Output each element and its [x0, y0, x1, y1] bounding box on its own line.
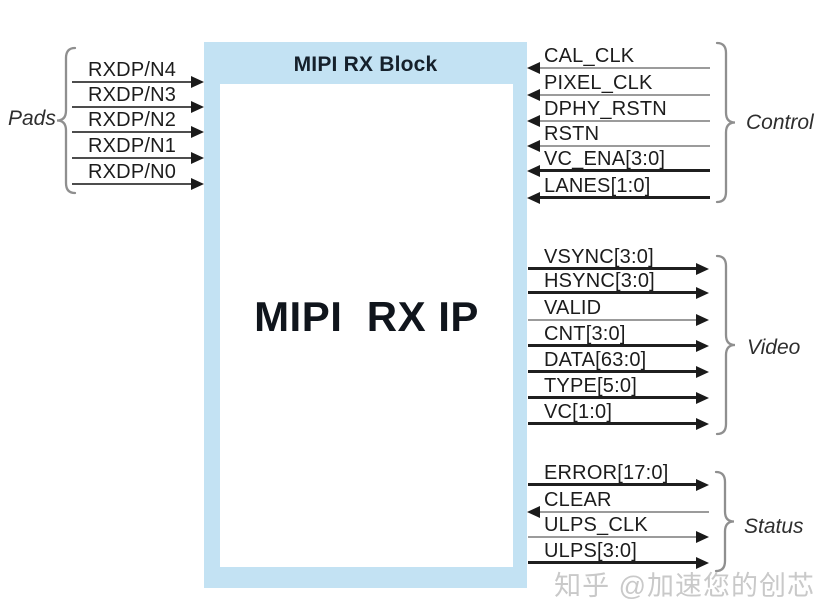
- signal-arrow-type-5-0-out: [696, 392, 709, 404]
- signal-arrow-valid-out: [696, 314, 709, 326]
- signal-label-data-63-0: DATA[63:0]: [544, 349, 647, 371]
- signal-line-vc-ena-3-0: [538, 169, 710, 172]
- signal-line-valid: [528, 319, 703, 321]
- signal-label-cnt-3-0: CNT[3:0]: [544, 323, 626, 345]
- signal-line-type-5-0: [528, 396, 703, 399]
- group-label-control: Control: [746, 111, 814, 134]
- signal-label-vc-ena-3-0: VC_ENA[3:0]: [544, 148, 666, 170]
- signal-line-vc-1-0: [528, 422, 703, 425]
- signal-line-rxdp-n2: [72, 131, 198, 133]
- signal-arrow-ulps-clk-out: [696, 531, 709, 543]
- signal-arrow-clear-in: [527, 506, 540, 518]
- signal-label-cal-clk: CAL_CLK: [544, 45, 635, 67]
- signal-arrow-dphy-rstn-in: [527, 115, 540, 127]
- ip-core-label: MIPI RX IP: [254, 293, 479, 340]
- signal-line-rstn: [538, 145, 710, 147]
- signal-label-clear: CLEAR: [544, 489, 612, 511]
- signal-line-pixel-clk: [538, 94, 710, 96]
- signal-arrow-cal-clk-in: [527, 62, 540, 74]
- signal-label-valid: VALID: [544, 297, 602, 319]
- signal-label-dphy-rstn: DPHY_RSTN: [544, 98, 667, 120]
- signal-arrow-lanes-1-0-in: [527, 192, 540, 204]
- signal-line-cal-clk: [538, 67, 710, 69]
- signal-label-rxdp-n1: RXDP/N1: [88, 135, 177, 157]
- signal-label-type-5-0: TYPE[5:0]: [544, 375, 637, 397]
- signal-label-rxdp-n4: RXDP/N4: [88, 59, 177, 81]
- signal-line-error-17-0: [528, 483, 703, 486]
- signal-line-rxdp-n3: [72, 106, 198, 108]
- signal-arrow-rstn-in: [527, 140, 540, 152]
- signal-label-error-17-0: ERROR[17:0]: [544, 462, 669, 484]
- block-title: MIPI RX Block: [293, 53, 438, 76]
- signal-line-rxdp-n0: [72, 183, 198, 185]
- mipi-rx-ip-area: [220, 84, 513, 567]
- signal-arrow-cnt-3-0-out: [696, 340, 709, 352]
- signal-arrow-vc-ena-3-0-in: [527, 165, 540, 177]
- signal-line-lanes-1-0: [538, 196, 710, 199]
- signal-line-cnt-3-0: [528, 344, 703, 347]
- watermark: 知乎 @加速您的创芯: [554, 571, 815, 601]
- group-label-video: Video: [747, 336, 801, 359]
- signal-label-ulps-clk: ULPS_CLK: [544, 514, 648, 536]
- signal-arrow-vsync-3-0-out: [696, 263, 709, 275]
- signal-arrow-rxdp-n2-in: [191, 126, 204, 138]
- signal-label-pixel-clk: PIXEL_CLK: [544, 72, 653, 94]
- signal-arrow-hsync-3-0-out: [696, 287, 709, 299]
- signal-label-rstn: RSTN: [544, 123, 600, 145]
- signal-arrow-pixel-clk-in: [527, 89, 540, 101]
- signal-arrow-error-17-0-out: [696, 479, 709, 491]
- signal-label-lanes-1-0: LANES[1:0]: [544, 175, 651, 197]
- signal-label-rxdp-n2: RXDP/N2: [88, 109, 177, 131]
- signal-arrow-rxdp-n4-in: [191, 76, 204, 88]
- group-label-pads: Pads: [8, 107, 56, 130]
- signal-line-rxdp-n1: [72, 157, 198, 159]
- signal-line-vsync-3-0: [528, 267, 703, 270]
- signal-line-dphy-rstn: [538, 120, 710, 122]
- signal-arrow-ulps-3-0-out: [696, 557, 709, 569]
- signal-line-hsync-3-0: [528, 291, 703, 294]
- signal-line-clear: [538, 511, 709, 513]
- signal-line-rxdp-n4: [72, 81, 198, 83]
- signal-label-rxdp-n0: RXDP/N0: [88, 161, 177, 183]
- signal-label-ulps-3-0: ULPS[3:0]: [544, 540, 637, 562]
- signal-label-vsync-3-0: VSYNC[3:0]: [544, 246, 654, 268]
- signal-label-vc-1-0: VC[1:0]: [544, 401, 613, 423]
- signal-arrow-rxdp-n3-in: [191, 101, 204, 113]
- signal-line-ulps-clk: [528, 536, 703, 538]
- signal-label-hsync-3-0: HSYNC[3:0]: [544, 270, 655, 292]
- group-label-status: Status: [744, 515, 804, 538]
- signal-arrow-rxdp-n1-in: [191, 152, 204, 164]
- signal-line-ulps-3-0: [528, 561, 703, 564]
- signal-arrow-vc-1-0-out: [696, 418, 709, 430]
- signal-arrow-data-63-0-out: [696, 366, 709, 378]
- signal-label-rxdp-n3: RXDP/N3: [88, 84, 177, 106]
- signal-arrow-rxdp-n0-in: [191, 178, 204, 190]
- signal-line-data-63-0: [528, 370, 703, 373]
